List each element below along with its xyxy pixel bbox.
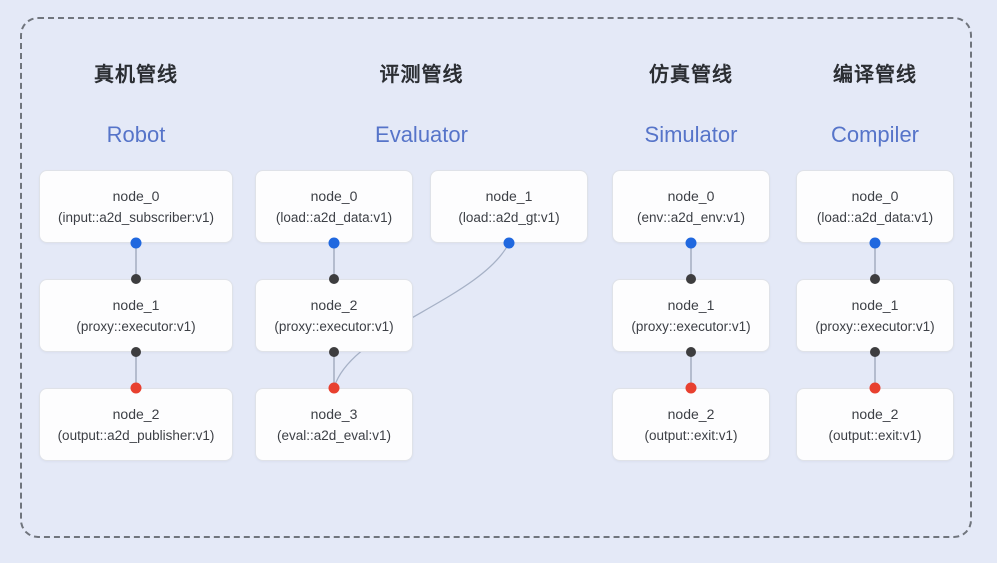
pipeline-subtitle-compiler: Compiler [830, 122, 920, 147]
node-title: node_1 [112, 297, 160, 313]
node-subtitle: (output::exit:v1) [644, 428, 738, 443]
node-title: node_2 [310, 297, 358, 313]
node-subtitle: (input::a2d_subscriber:v1) [57, 210, 215, 225]
node-title: node_1 [485, 188, 533, 204]
port-dot-blue [869, 237, 881, 249]
port-dot-red [328, 382, 340, 394]
node-evaluator-0: node_0 (load::a2d_data:v1) [255, 170, 413, 243]
node-subtitle: (proxy::executor:v1) [631, 319, 751, 334]
port-dot-blue [685, 237, 697, 249]
node-title: node_0 [851, 188, 899, 204]
pipeline-title-compiler: 编译管线 [833, 64, 917, 86]
node-compiler-2: node_2 (output::exit:v1) [796, 388, 954, 461]
node-title: node_1 [667, 297, 715, 313]
node-compiler-0: node_0 (load::a2d_data:v1) [796, 170, 954, 243]
node-title: node_1 [851, 297, 899, 313]
port-dot-blue [328, 237, 340, 249]
node-robot-0: node_0 (input::a2d_subscriber:v1) [39, 170, 233, 243]
node-title: node_0 [112, 188, 160, 204]
port-dot-red [869, 382, 881, 394]
node-robot-1: node_1 (proxy::executor:v1) [39, 279, 233, 352]
port-dot-black [131, 274, 141, 284]
node-title: node_0 [667, 188, 715, 204]
node-title: node_3 [310, 406, 358, 422]
dashed-frame [20, 17, 972, 538]
node-title: node_2 [112, 406, 160, 422]
node-subtitle: (proxy::executor:v1) [76, 319, 196, 334]
pipeline-subtitle-robot: Robot [106, 122, 166, 147]
node-simulator-2: node_2 (output::exit:v1) [612, 388, 770, 461]
port-dot-black [870, 274, 880, 284]
node-compiler-1: node_1 (proxy::executor:v1) [796, 279, 954, 352]
port-dot-black [870, 347, 880, 357]
port-dot-blue [503, 237, 515, 249]
node-subtitle: (output::exit:v1) [828, 428, 922, 443]
port-dot-black [329, 274, 339, 284]
node-title: node_0 [310, 188, 358, 204]
port-dot-red [130, 382, 142, 394]
node-simulator-0: node_0 (env::a2d_env:v1) [612, 170, 770, 243]
pipeline-subtitle-evaluator: Evaluator [375, 122, 468, 147]
node-subtitle: (load::a2d_gt:v1) [458, 210, 560, 225]
node-subtitle: (proxy::executor:v1) [815, 319, 935, 334]
node-evaluator-2: node_2 (proxy::executor:v1) [255, 279, 413, 352]
node-subtitle: (env::a2d_env:v1) [636, 210, 746, 225]
node-evaluator-1: node_1 (load::a2d_gt:v1) [430, 170, 588, 243]
node-subtitle: (load::a2d_data:v1) [275, 210, 393, 225]
node-title: node_2 [851, 406, 899, 422]
node-title: node_2 [667, 406, 715, 422]
port-dot-red [685, 382, 697, 394]
node-subtitle: (proxy::executor:v1) [274, 319, 394, 334]
pipeline-title-robot: 真机管线 [94, 64, 178, 86]
node-simulator-1: node_1 (proxy::executor:v1) [612, 279, 770, 352]
node-subtitle: (load::a2d_data:v1) [816, 210, 934, 225]
pipeline-title-evaluator: 评测管线 [379, 64, 464, 86]
port-dot-black [131, 347, 141, 357]
node-subtitle: (eval::a2d_eval:v1) [276, 428, 392, 443]
port-dot-black [686, 274, 696, 284]
node-evaluator-3: node_3 (eval::a2d_eval:v1) [255, 388, 413, 461]
node-subtitle: (output::a2d_publisher:v1) [57, 428, 215, 443]
cross-link-curve [333, 242, 510, 389]
pipeline-subtitle-simulator: Simulator [644, 122, 738, 147]
port-dot-black [686, 347, 696, 357]
port-dot-black [329, 347, 339, 357]
node-robot-2: node_2 (output::a2d_publisher:v1) [39, 388, 233, 461]
pipeline-title-simulator: 仿真管线 [649, 64, 733, 86]
port-dot-blue [130, 237, 142, 249]
